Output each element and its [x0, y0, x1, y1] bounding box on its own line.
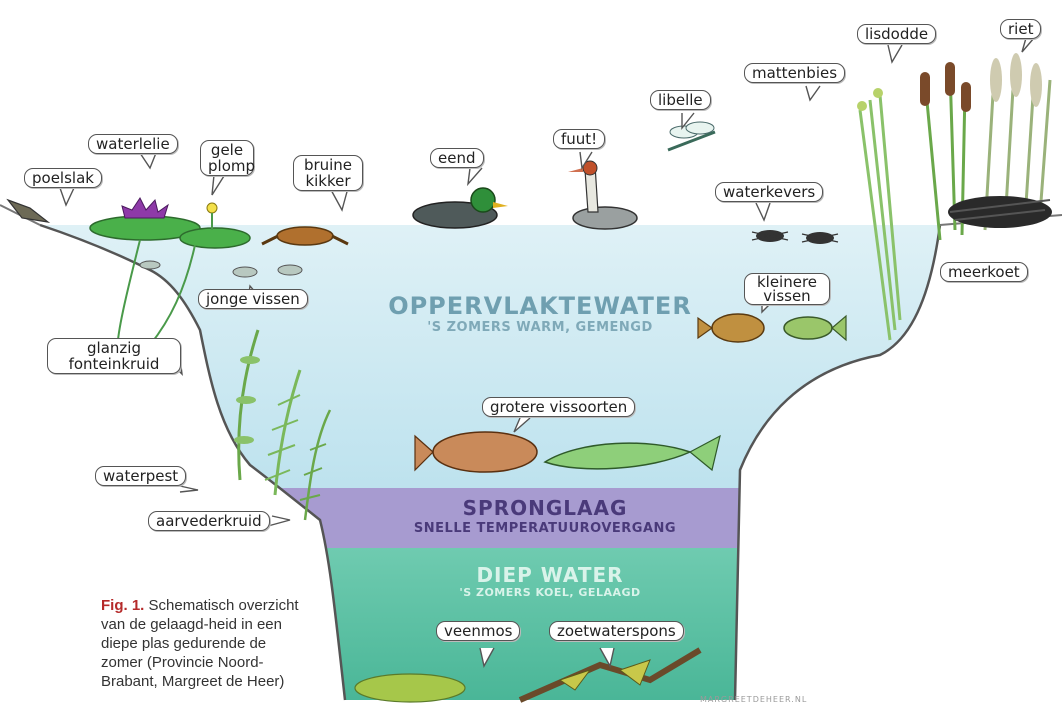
label-waterkevers: waterkevers [715, 182, 823, 202]
deep-zone-subtitle: 'S ZOMERS KOEL, GELAAGD [410, 586, 690, 599]
label-zoetwaterspons: zoetwaterspons [549, 621, 684, 641]
surface-zone-subtitle: 'S ZOMERS WARM, GEMENGD [380, 320, 700, 335]
label-veenmos: veenmos [436, 621, 520, 641]
deep-zone-title: DIEP WATER [440, 563, 660, 587]
libelle-dragonfly-icon [668, 122, 715, 150]
veenmos-moss-icon [355, 674, 465, 702]
label-libelle: libelle [650, 90, 711, 110]
label-waterlelie: waterlelie [88, 134, 178, 154]
figure-caption: Fig. 1. Schematisch overzicht van de gel… [101, 596, 301, 691]
label-fuut: fuut! [553, 129, 605, 149]
thermocline-zone-subtitle: SNELLE TEMPERATUUROVERGANG [360, 521, 730, 536]
label-jonge-vissen: jonge vissen [198, 289, 308, 309]
label-eend: eend [430, 148, 484, 168]
surface-zone-title: OPPERVLAKTEWATER [380, 292, 700, 320]
label-waterpest: waterpest [95, 466, 186, 486]
label-gele-plomp: gele plomp [200, 140, 254, 176]
label-meerkoet: meerkoet [940, 262, 1028, 282]
label-bruine-kikker: bruine kikker [293, 155, 363, 191]
eend-duck-icon [413, 188, 508, 228]
figure-label: Fig. 1. [101, 597, 144, 614]
label-riet: riet [1000, 19, 1041, 39]
label-poelslak: poelslak [24, 168, 102, 188]
label-kleinere-vissen: kleinere vissen [744, 273, 830, 305]
credit-watermark: MARGREETDEHEER.NL [700, 695, 807, 704]
label-aarvederkruid: aarvederkruid [148, 511, 270, 531]
label-glanzig-fonteinkruid: glanzig fonteinkruid [47, 338, 181, 374]
thermocline-zone-title: SPRONGLAAG [400, 496, 690, 520]
label-grotere-vissoorten: grotere vissoorten [482, 397, 635, 417]
label-lisdodde: lisdodde [857, 24, 936, 44]
label-mattenbies: mattenbies [744, 63, 845, 83]
fuut-grebe-icon [568, 161, 637, 229]
meerkoet-nest-icon [948, 196, 1052, 228]
